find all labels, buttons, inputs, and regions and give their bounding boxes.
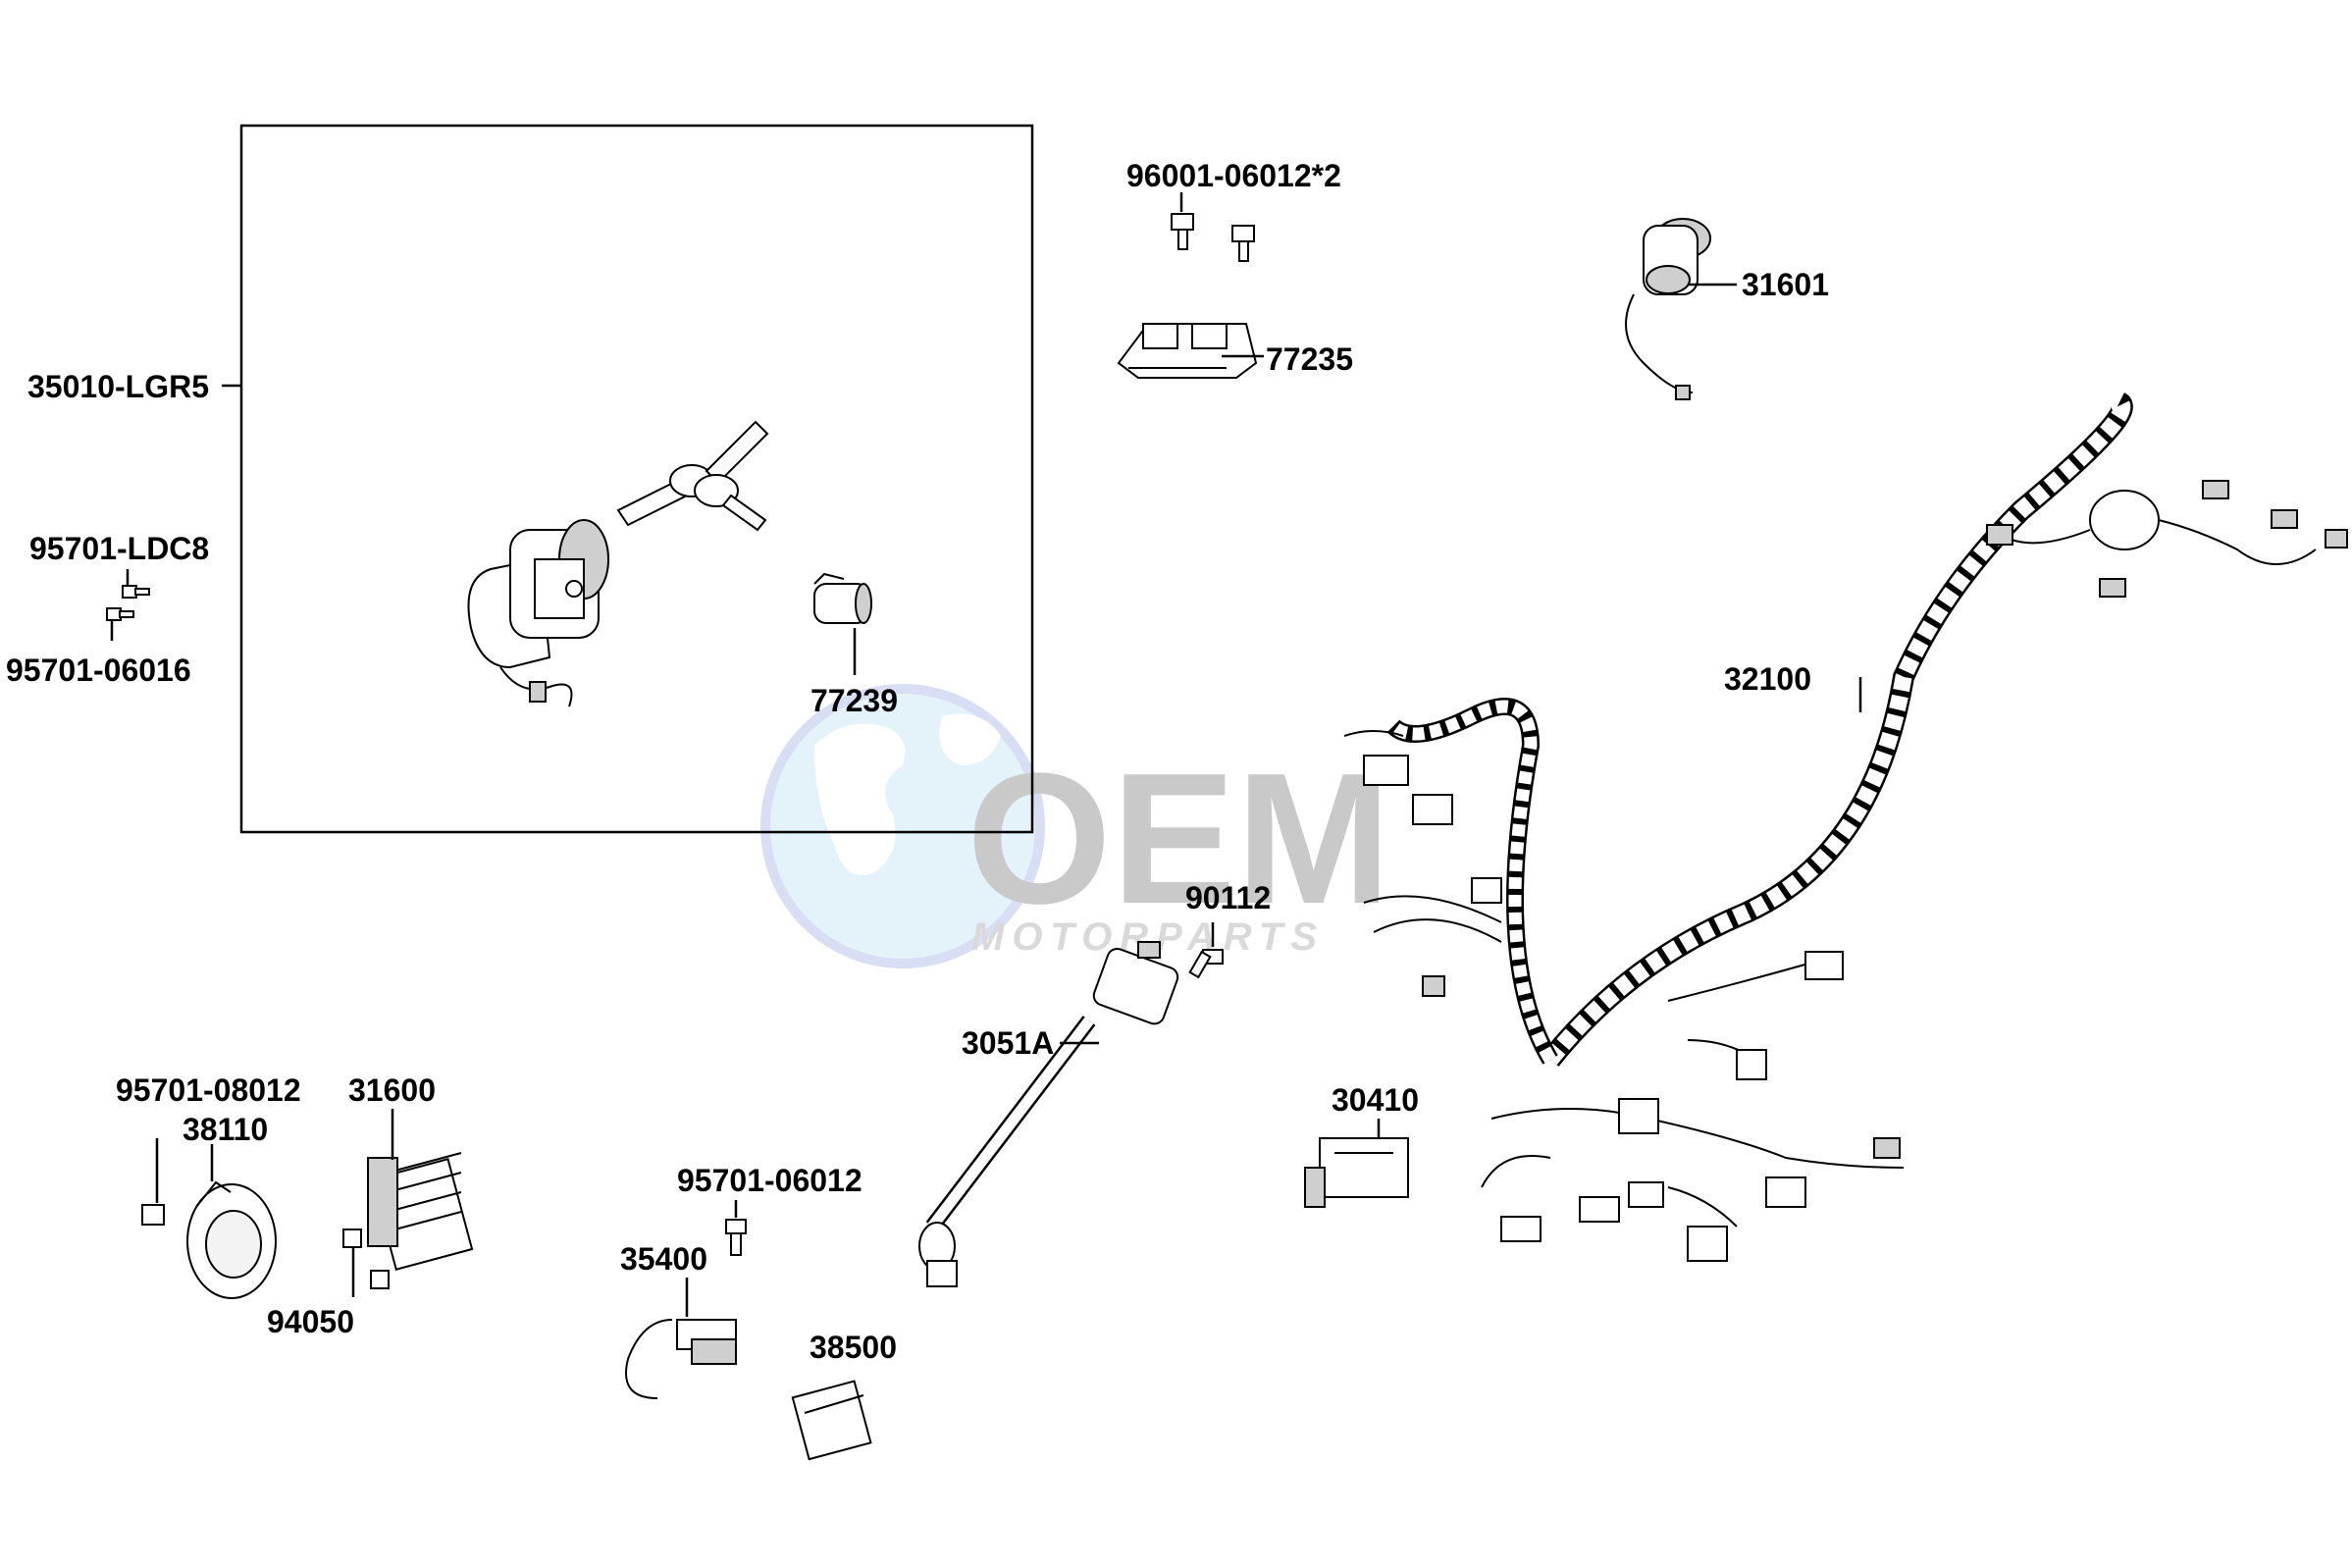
globe-ring	[760, 684, 1045, 968]
watermark-logo: OEM MOTORPARTS	[760, 684, 1391, 968]
brake-switch-drawing	[918, 941, 1179, 1287]
label-38110: 38110	[183, 1112, 268, 1147]
label-90112: 90112	[1185, 880, 1271, 915]
label-94050: 94050	[267, 1304, 354, 1339]
regulator-drawing	[367, 1152, 474, 1271]
label-96001-06012: 96001-06012*2	[1126, 158, 1341, 193]
horn-drawing	[141, 1180, 277, 1299]
label-35400: 35400	[620, 1241, 707, 1277]
keys-drawing	[616, 420, 769, 532]
bracket-drawing	[1117, 323, 1258, 379]
label-30410: 30410	[1332, 1082, 1419, 1118]
label-95701-06012: 95701-06012	[677, 1163, 862, 1198]
bolt-90112-drawing	[1188, 949, 1224, 979]
label-3051a: 3051A	[962, 1025, 1054, 1061]
ignition-switch-drawing	[1625, 218, 1711, 400]
label-77235: 77235	[1266, 341, 1353, 377]
seat-lock-drawing	[813, 572, 872, 624]
cdi-unit-drawing	[1304, 1137, 1409, 1208]
label-38500: 38500	[810, 1330, 897, 1365]
ignition-lock-drawing	[467, 519, 609, 707]
screws-drawing	[1171, 213, 1255, 262]
continent-shape	[939, 713, 1001, 765]
relay-35400-drawing	[625, 1319, 737, 1399]
label-32100: 32100	[1724, 661, 1811, 697]
wire-harness-drawing	[1343, 392, 2348, 1262]
bolt-95701-06012-drawing	[725, 1219, 747, 1256]
label-95701-08012: 95701-08012	[116, 1072, 301, 1108]
watermark-logo-text: OEM	[967, 735, 1391, 943]
nuts-drawing	[342, 1228, 390, 1289]
label-31601: 31601	[1742, 267, 1829, 302]
label-77239: 77239	[810, 683, 898, 718]
label-35010-lgr5: 35010-LGR5	[27, 369, 209, 404]
flasher-drawing	[791, 1380, 872, 1461]
label-95701-ldc8: 95701-LDC8	[29, 531, 209, 566]
continent-shape	[814, 723, 906, 875]
label-95701-06016: 95701-06016	[6, 653, 191, 688]
kit-frame	[239, 124, 1034, 834]
label-31600: 31600	[348, 1072, 436, 1108]
small-bolts-drawing	[106, 585, 150, 621]
